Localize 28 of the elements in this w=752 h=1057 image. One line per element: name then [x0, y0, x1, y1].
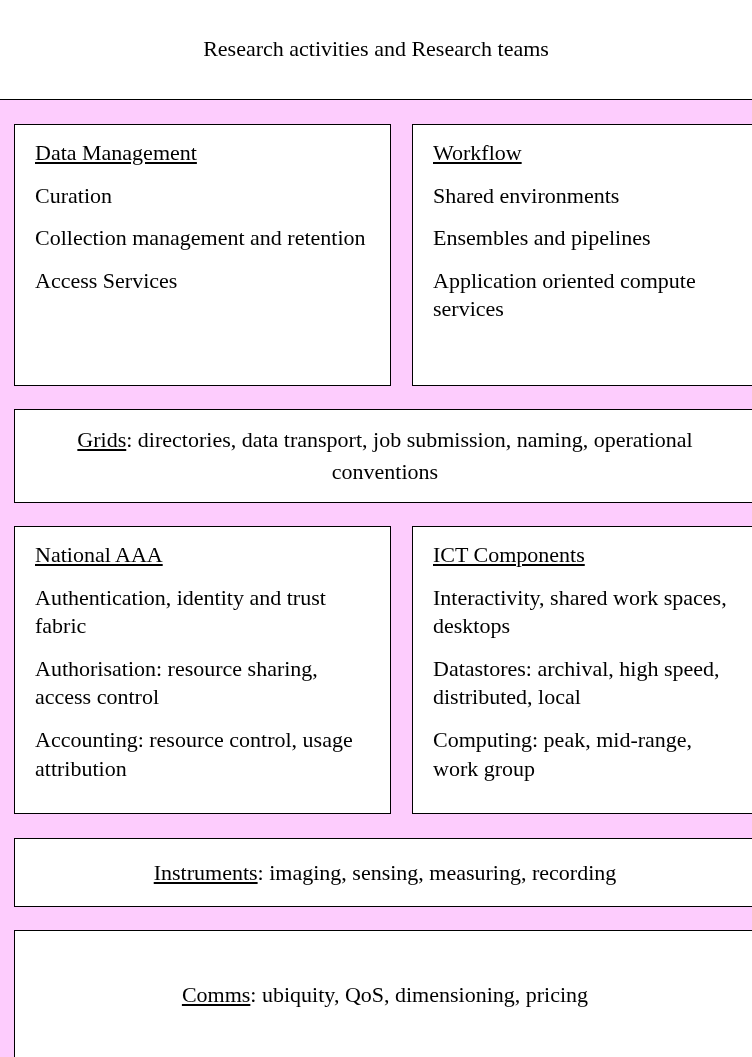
- box-item: Collection management and retention: [35, 224, 367, 253]
- box-item: Computing: peak, mid-range, work group: [433, 725, 694, 783]
- box-item: Authorisation: resource sharing, access control: [35, 654, 319, 712]
- layer-box: [0, 0, 752, 100]
- layer-box: [14, 124, 391, 386]
- layer-box: [412, 124, 752, 386]
- layer-box: [14, 526, 391, 814]
- box-heading: National AAA: [35, 541, 164, 569]
- box-heading: ICT Components: [433, 541, 586, 569]
- box-heading: Workflow: [433, 139, 523, 167]
- box-item: Interactivity, shared work spaces, desktops: [433, 583, 728, 641]
- box-item: Authentication, identity and trust fabric: [35, 583, 327, 641]
- box-text: Grids: directories, data transport, job submission, naming, operational conventions: [76, 426, 694, 486]
- box-item: Ensembles and pipelines: [433, 224, 652, 253]
- box-item: Shared environments: [433, 181, 621, 210]
- layer-box: [14, 838, 752, 907]
- box-item: Access Services: [35, 266, 179, 295]
- box-heading: Data Management: [35, 139, 198, 167]
- box-item: Accounting: resource control, usage attribution: [35, 725, 354, 783]
- box-item: Datastores: archival, high speed, distributed, local: [433, 654, 721, 712]
- layer-box: [14, 409, 752, 503]
- box-item: Curation: [35, 181, 113, 210]
- layer-box: [412, 526, 752, 814]
- box-item: Application oriented compute services: [433, 266, 697, 324]
- box-text: Comms: ubiquity, QoS, dimensioning, pricing: [181, 981, 589, 1010]
- box-text: Research activities and Research teams: [203, 35, 549, 64]
- box-text: Instruments: imaging, sensing, measuring, recording: [153, 858, 617, 887]
- layer-box: [14, 930, 752, 1057]
